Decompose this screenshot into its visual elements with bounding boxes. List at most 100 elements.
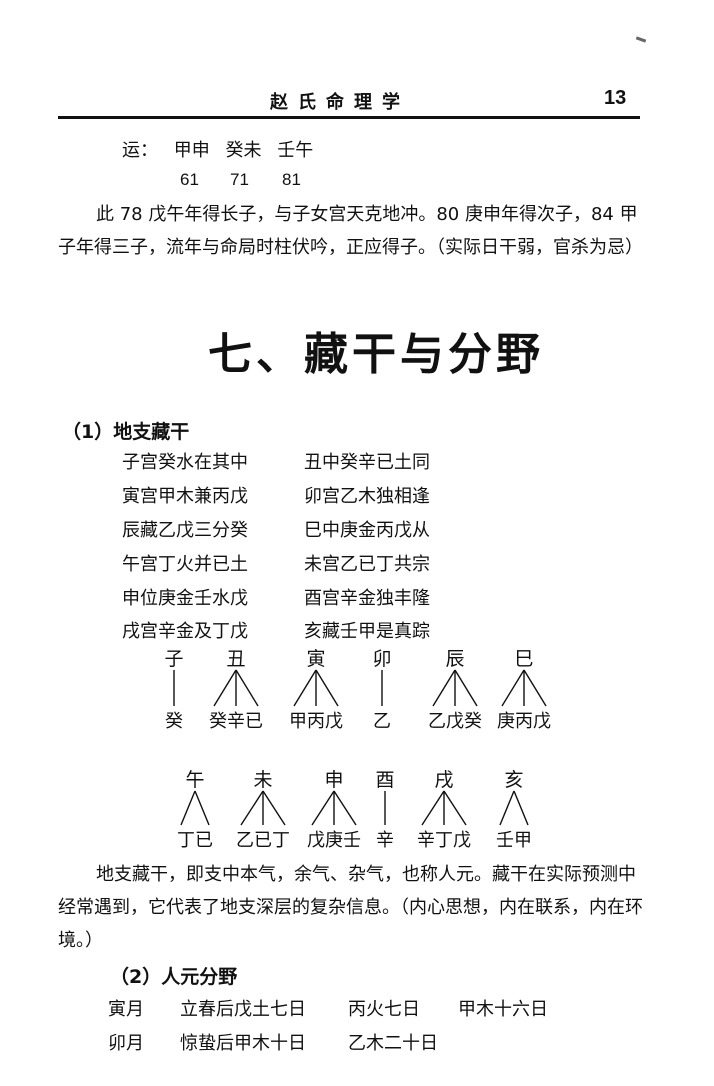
hidden-stem: 辛 bbox=[227, 711, 245, 732]
earthly-branch: 酉 bbox=[375, 769, 395, 791]
earthly-branch: 午 bbox=[185, 769, 205, 791]
hidden-stem: 癸 bbox=[165, 711, 183, 732]
branch-stem-line bbox=[293, 669, 317, 707]
branch-stem-line bbox=[311, 790, 335, 826]
hidden-stem: 丙 bbox=[307, 711, 325, 732]
division-entry: 乙木二十日 bbox=[348, 1033, 438, 1054]
verse-right: 酉宫辛金独丰隆 bbox=[304, 588, 430, 609]
luck-age: 81 bbox=[282, 170, 301, 189]
hidden-stems: 癸 bbox=[164, 707, 184, 733]
subsection-heading: （1）地支藏干 bbox=[62, 421, 190, 443]
division-entry: 甲木十六日 bbox=[458, 999, 548, 1020]
luck-pillars-row: 运： 甲申 癸未 壬午 bbox=[122, 136, 323, 162]
luck-age: 71 bbox=[230, 170, 249, 189]
hidden-stem: 甲 bbox=[514, 830, 532, 851]
hidden-stem: 癸 bbox=[464, 711, 482, 732]
hidden-stem: 已 bbox=[245, 711, 263, 732]
division-entry: 立春后戊土七日 bbox=[180, 999, 306, 1020]
luck-age: 61 bbox=[180, 170, 199, 189]
hidden-stems: 乙已丁 bbox=[233, 826, 293, 852]
verse-left: 辰藏乙戊三分癸 bbox=[122, 520, 248, 541]
branch-stem-line bbox=[523, 669, 547, 707]
hidden-stem: 壬 bbox=[496, 830, 514, 851]
verse-right: 亥藏壬甲是真踪 bbox=[304, 621, 430, 642]
earthly-branch: 丑 bbox=[226, 648, 246, 670]
hidden-stem: 已 bbox=[254, 830, 272, 851]
hidden-stem: 戊 bbox=[446, 711, 464, 732]
page-number: 13 bbox=[604, 87, 627, 109]
hidden-stems: 辛丁戊 bbox=[414, 826, 474, 852]
hidden-stem: 壬 bbox=[343, 830, 361, 851]
verse-left: 申位庚金壬水戊 bbox=[122, 588, 248, 609]
hidden-stems: 庚丙戊 bbox=[494, 707, 554, 733]
verse-right: 丑中癸辛已土同 bbox=[304, 452, 430, 473]
hidden-stem: 庚 bbox=[497, 711, 515, 732]
hidden-stem: 丁 bbox=[177, 830, 195, 851]
body-paragraph: 此 78 戊午年得长子，与子女宫天克地冲。80 庚申年得次子，84 甲子年得三子… bbox=[58, 204, 643, 258]
header-rule bbox=[58, 116, 640, 119]
section-title: 七、藏干与分野 bbox=[208, 329, 544, 380]
hidden-stem: 丁 bbox=[272, 830, 290, 851]
hidden-stems: 辛 bbox=[375, 826, 395, 852]
branch-stem-line bbox=[262, 790, 286, 826]
branch-stem-line bbox=[499, 790, 515, 826]
hidden-stem: 戊 bbox=[307, 830, 325, 851]
hidden-stem: 癸 bbox=[209, 711, 227, 732]
earthly-branch: 辰 bbox=[445, 648, 465, 670]
branch-stem-line bbox=[513, 790, 529, 826]
hidden-stem: 辛 bbox=[417, 830, 435, 851]
hidden-stem: 戊 bbox=[453, 830, 471, 851]
hidden-stem: 戊 bbox=[533, 711, 551, 732]
verse-right: 卯宫乙木独相逢 bbox=[304, 486, 430, 507]
hidden-stems: 壬甲 bbox=[494, 826, 534, 852]
scan-speck bbox=[635, 36, 647, 43]
earthly-branch: 寅 bbox=[306, 648, 326, 670]
branch-stem-line bbox=[315, 669, 339, 707]
hidden-stems: 戊庚壬 bbox=[304, 826, 364, 852]
division-entry: 惊蛰后甲木十日 bbox=[180, 1033, 306, 1054]
hidden-stems: 甲丙戊 bbox=[286, 707, 346, 733]
branch-stem-line bbox=[240, 790, 264, 826]
earthly-branch: 亥 bbox=[504, 769, 524, 791]
month-label: 寅月 bbox=[108, 999, 144, 1020]
branch-stem-line bbox=[454, 669, 478, 707]
branch-stem-line bbox=[333, 790, 357, 826]
hidden-stem: 甲 bbox=[289, 711, 307, 732]
hidden-stems: 乙戊癸 bbox=[425, 707, 485, 733]
earthly-branch: 子 bbox=[164, 648, 184, 670]
verse-right: 巳中庚金丙戊从 bbox=[304, 520, 430, 541]
verse-right: 未宫乙已丁共宗 bbox=[304, 554, 430, 575]
body-paragraph: 地支藏干，即支中本气，余气、杂气，也称人元。藏干在实际预测中经常遇到，它代表了地… bbox=[58, 864, 643, 951]
hidden-stems: 丁已 bbox=[175, 826, 215, 852]
hidden-stem: 戊 bbox=[325, 711, 343, 732]
luck-pillar: 壬午 bbox=[277, 140, 314, 161]
luck-label: 运： bbox=[122, 140, 158, 161]
branch-stem-line bbox=[432, 669, 456, 707]
branch-stem-line bbox=[180, 790, 196, 826]
earthly-branch: 戌 bbox=[434, 769, 454, 791]
earthly-branch: 申 bbox=[324, 769, 344, 791]
branch-stem-line bbox=[194, 790, 210, 826]
earthly-branch: 巳 bbox=[514, 648, 534, 670]
branch-stem-line bbox=[213, 669, 237, 707]
branch-stem-line bbox=[501, 669, 525, 707]
hidden-stem: 已 bbox=[195, 830, 213, 851]
earthly-branch: 卯 bbox=[372, 648, 392, 670]
luck-pillar: 甲申 bbox=[173, 140, 210, 161]
branch-stem-line bbox=[443, 790, 467, 826]
hidden-stem: 丁 bbox=[435, 830, 453, 851]
month-label: 卯月 bbox=[108, 1033, 144, 1054]
branch-stem-line bbox=[235, 669, 259, 707]
hidden-stem: 丙 bbox=[515, 711, 533, 732]
hidden-stem: 乙 bbox=[236, 830, 254, 851]
verse-left: 子宫癸水在其中 bbox=[122, 452, 248, 473]
hidden-stem: 乙 bbox=[373, 711, 391, 732]
hidden-stem: 辛 bbox=[376, 830, 394, 851]
hidden-stems: 癸辛已 bbox=[206, 707, 266, 733]
earthly-branch: 未 bbox=[253, 769, 273, 791]
hidden-stem: 乙 bbox=[428, 711, 446, 732]
luck-pillar: 癸未 bbox=[225, 140, 262, 161]
hidden-stems: 乙 bbox=[372, 707, 392, 733]
branch-stem-line bbox=[421, 790, 445, 826]
verse-left: 寅宫甲木兼丙戊 bbox=[122, 486, 248, 507]
